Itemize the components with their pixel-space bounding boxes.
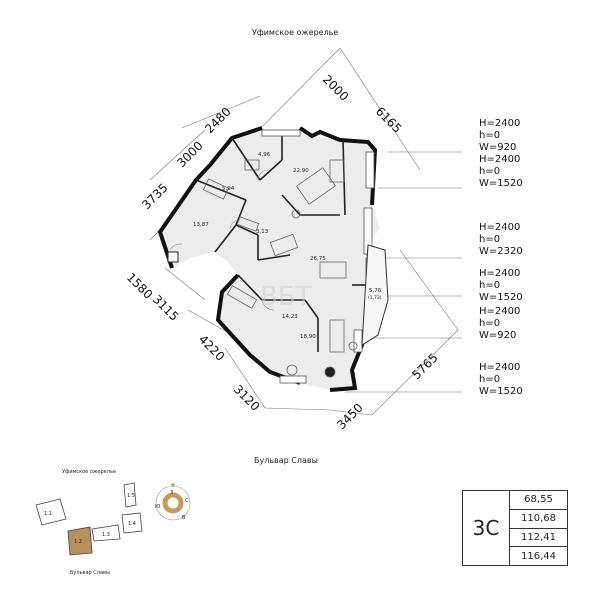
minimap-block-label: 1.5 — [127, 493, 135, 499]
room-area-label: 22,90 — [293, 168, 309, 174]
block-1-2 — [67, 526, 93, 556]
room-area-label: 18,90 — [300, 334, 316, 340]
area-value: 116,44 — [521, 550, 556, 562]
room-area-label: 14,23 — [282, 314, 298, 320]
sun-dot-icon — [171, 483, 175, 487]
sun-ring-icon — [162, 492, 184, 514]
minimap-block-label: 1.1 — [44, 511, 52, 517]
area-value: 112,41 — [510, 529, 567, 548]
dimension-label: 5765 — [409, 351, 440, 382]
minimap-street-top: Уфимское ожерелье — [62, 469, 116, 475]
dimension-label: 4220 — [196, 332, 227, 363]
dimension-label: 6165 — [373, 104, 404, 135]
apartment-info-table: 3С 68,55 110,68 112,41 116,44 — [462, 490, 568, 566]
dimension-label: 2480 — [202, 105, 233, 136]
window-spec-label: H=2400 h=0 W=1520 — [479, 362, 523, 397]
area-value: 110,68 — [510, 510, 567, 529]
window-spec-label: H=2400 h=0 W=2320 — [479, 222, 523, 257]
compass-s: Ю — [155, 504, 161, 510]
area-value: 68,55 — [510, 491, 567, 510]
block-1-4 — [121, 512, 143, 534]
minimap-block-label: 1.2 — [74, 539, 82, 545]
minimap-street-bottom: Бульвар Славы — [70, 570, 110, 576]
window-spec-label: H=2400 h=0 W=920 — [479, 118, 521, 153]
room-area-label: 4,96 — [258, 152, 271, 158]
room-area-label: 3,13 — [256, 229, 269, 235]
watermark: ВБТ — [260, 282, 312, 312]
window-spec-label: H=2400 h=0 W=920 — [479, 306, 521, 341]
street-bottom-label: Бульвар Славы — [254, 456, 318, 465]
compass-w: З — [170, 490, 173, 496]
site-minimap: 1.1 1.2 1.3 1.4 1.5 — [35, 482, 143, 556]
room-area-label: 5,94 — [222, 186, 235, 192]
window-spec-label: H=2400 h=0 W=1520 — [479, 268, 523, 303]
window-spec-label: H=2400 h=0 W=1520 — [479, 154, 523, 189]
compass-n: С — [185, 498, 189, 504]
inner-walls — [195, 135, 368, 352]
dimension-label: 1580 — [124, 270, 155, 301]
minimap-block-label: 1.3 — [102, 532, 110, 538]
room-area-label: (1,73) — [368, 295, 382, 301]
compass-e: В — [182, 515, 186, 521]
room-area-label: 26,75 — [310, 256, 326, 262]
dimension-label: 3000 — [174, 139, 205, 170]
room-area-label: 5,76 — [369, 288, 382, 294]
block-1-1 — [35, 498, 67, 526]
dimension-label: 3450 — [334, 401, 365, 432]
street-top-label: Уфимское ожерелье — [252, 28, 339, 37]
block-1-3 — [91, 524, 121, 542]
block-1-5 — [123, 482, 137, 508]
compass: З С Ю В — [155, 483, 191, 521]
dimension-label: 2000 — [320, 72, 351, 103]
minimap-block-label: 1.4 — [128, 521, 136, 527]
dimension-label: 3735 — [139, 181, 170, 212]
apartment-unit: 3С — [463, 491, 510, 565]
furniture — [202, 159, 358, 378]
dimension-label: 3115 — [150, 292, 181, 323]
room-area-label: 13,87 — [193, 222, 209, 228]
dimension-label: 3120 — [231, 382, 262, 413]
